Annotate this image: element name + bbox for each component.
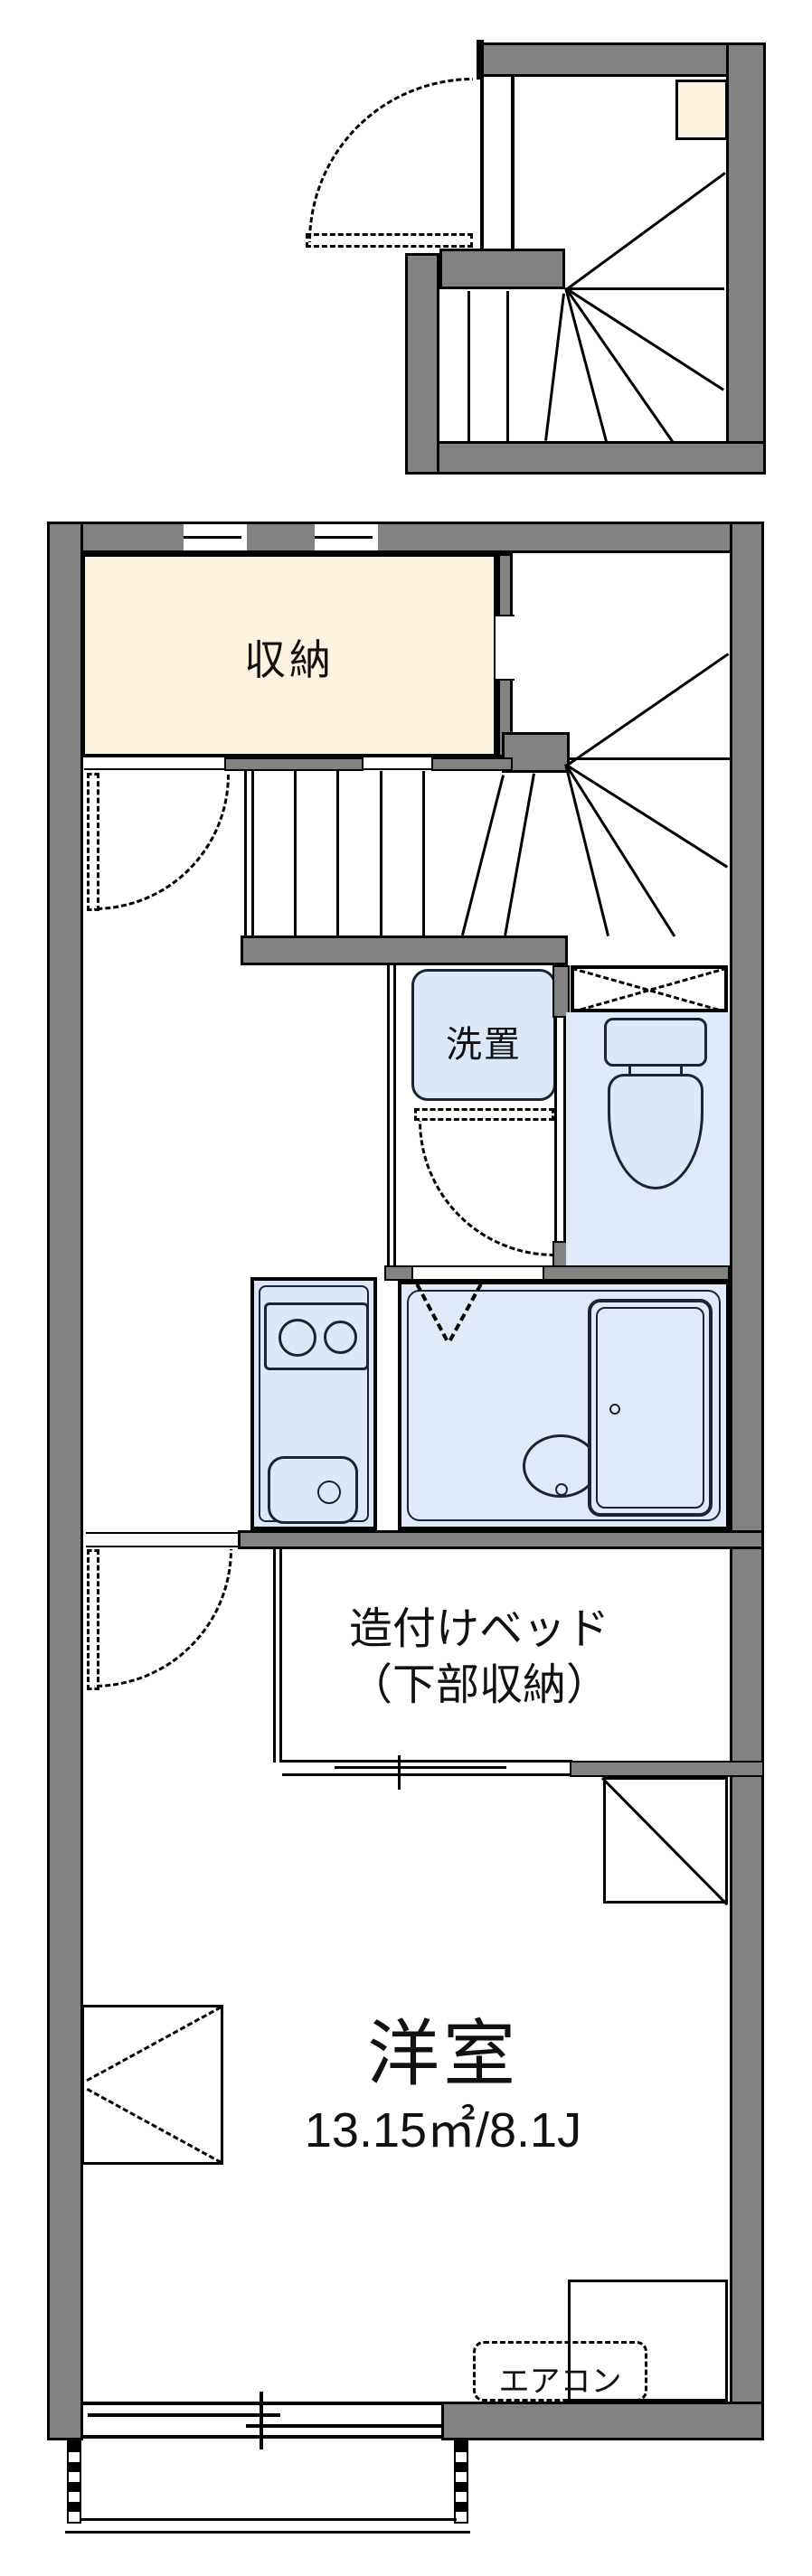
stair-run-left-line xyxy=(244,770,247,935)
bathtub xyxy=(588,1299,713,1517)
stair-run-top-line xyxy=(244,768,502,770)
bath-doorway-opening xyxy=(413,1265,543,1281)
room-name-label: 洋室 xyxy=(367,2014,519,2094)
stair-tread xyxy=(567,287,724,290)
main-winder-hub xyxy=(502,732,570,773)
under-stair-wall xyxy=(241,935,568,965)
stair-tread xyxy=(506,291,509,441)
stair-tread xyxy=(336,771,339,935)
washroom-door-leaf xyxy=(414,1108,554,1121)
washroom-left-wall xyxy=(387,965,396,1274)
stair-tread xyxy=(251,771,254,935)
side-window-box xyxy=(81,2005,223,2165)
balcony-rail-right xyxy=(454,2440,468,2524)
stairwell-winder-hub xyxy=(439,249,565,289)
stair-tread xyxy=(564,287,675,443)
partition-post-top xyxy=(552,965,570,1018)
stair-tread xyxy=(504,773,535,936)
stove-burner-left xyxy=(279,1319,316,1357)
stair-tread xyxy=(422,771,425,935)
main-bottom-wall xyxy=(441,2402,764,2440)
bed-bottom-wall xyxy=(570,1761,764,1777)
stairwell-right-wall xyxy=(726,42,766,475)
bed-sliding-door-tick xyxy=(398,1755,401,1790)
stairwell-top-wall xyxy=(479,42,766,77)
furniture-box xyxy=(568,2280,728,2402)
toilet-bottom-wall xyxy=(543,1265,730,1281)
stove-burner-right xyxy=(324,1321,357,1354)
stair-tread xyxy=(564,764,676,937)
laundry-label: 洗置 xyxy=(446,1025,522,1065)
bed-left-wall xyxy=(273,1549,282,1763)
stair-tread xyxy=(460,775,505,936)
sink-drain xyxy=(317,1481,341,1504)
stair-tread xyxy=(467,291,470,441)
aircon-label: エアコン xyxy=(498,2364,622,2399)
stair-tread xyxy=(544,293,565,441)
stairwell-corridor-wall-left xyxy=(480,77,484,250)
stair-tread xyxy=(567,172,726,290)
kitchen-unit xyxy=(250,1277,377,1530)
window-sash-line xyxy=(184,536,241,539)
main-right-wall xyxy=(730,522,764,2440)
toilet-shelf-box xyxy=(571,965,728,1012)
storage-label: 収納 xyxy=(244,636,335,683)
bath-drain-dot xyxy=(555,1483,568,1496)
entry-door-leaf xyxy=(306,233,473,248)
stair-tread xyxy=(567,757,730,760)
bed-top-wall xyxy=(238,1530,764,1549)
bedroom-doorway xyxy=(86,1532,238,1547)
bath-corner-block xyxy=(384,1265,413,1281)
bottom-window-tick xyxy=(260,2392,263,2449)
bottom-window-sash-lower xyxy=(246,2424,441,2428)
hall-door-leaf xyxy=(87,773,99,911)
washer-pan: 洗置 xyxy=(411,969,556,1101)
stair-tread xyxy=(565,764,729,869)
top-window-1 xyxy=(184,522,247,553)
bedroom-door-arc xyxy=(94,1549,232,1688)
aircon-box: エアコン xyxy=(473,2341,647,2402)
balcony-rail-left xyxy=(67,2440,81,2524)
stair-tread xyxy=(567,653,730,766)
bathtub-drain xyxy=(609,1404,620,1415)
bed-sliding-door-sash xyxy=(335,1766,506,1769)
toilet-hinge xyxy=(628,1067,631,1076)
bedroom-door-leaf xyxy=(87,1549,99,1690)
balcony-inner-line xyxy=(80,2518,457,2521)
bath-inner-line xyxy=(407,1290,721,1521)
stair-tread xyxy=(380,771,382,935)
storage-wall-gap xyxy=(496,615,515,681)
top-window-2 xyxy=(315,522,378,553)
storage-room: 収納 xyxy=(81,553,497,757)
window-sash-line xyxy=(315,536,373,539)
stair-tread xyxy=(294,771,297,935)
storage-bottom-wall-seg2 xyxy=(431,757,513,771)
storage-bottom-wall-seg1 xyxy=(224,757,364,771)
stairwell-corridor-wall-right xyxy=(511,77,515,250)
toilet-hinge xyxy=(680,1067,683,1076)
room-area-label: 13.15㎡/8.1J xyxy=(304,2103,582,2158)
bed-label-line2: （下部収納） xyxy=(348,1661,609,1709)
bathtub-inner-line xyxy=(596,1307,704,1509)
balcony-outer-line xyxy=(65,2531,470,2534)
bed-sliding-door-track xyxy=(282,1760,572,1763)
stairwell-door-jamb xyxy=(477,40,484,80)
main-top-wall xyxy=(47,522,764,553)
stairwell-left-lower-wall xyxy=(405,253,439,475)
bed-label-line1: 造付けベッド xyxy=(348,1605,609,1653)
doorway-threshold-line xyxy=(84,768,224,770)
main-left-wall xyxy=(47,522,83,2440)
refrigerator-space-box xyxy=(603,1777,728,1904)
stairwell-landing-box xyxy=(675,80,728,140)
bed-sliding-door-track xyxy=(282,1773,572,1776)
toilet-partition xyxy=(554,1018,566,1244)
kitchen-sink xyxy=(268,1456,358,1524)
bottom-window-frame-top xyxy=(83,2402,443,2405)
bottom-window-sash-upper xyxy=(88,2413,280,2417)
bottom-window-frame-bottom xyxy=(83,2435,443,2439)
stairwell-bottom-wall xyxy=(405,441,766,475)
toilet-tank xyxy=(604,1018,707,1067)
